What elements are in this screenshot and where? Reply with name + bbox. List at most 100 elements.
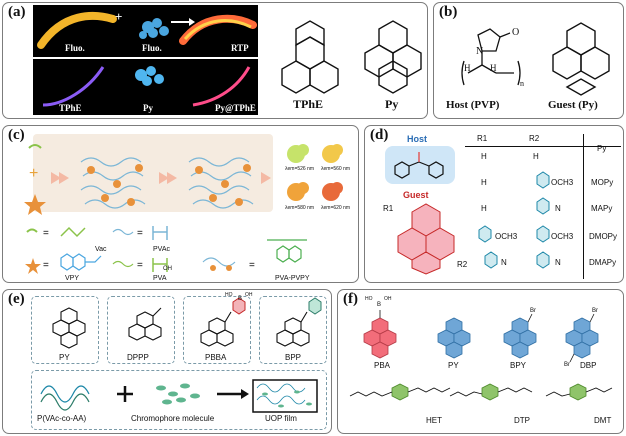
molecule-box-dppp <box>107 296 175 364</box>
emission-label-580: λem=580 nm <box>285 205 315 211</box>
row-5-r1: N <box>501 258 507 267</box>
molecule-label-py: PY <box>59 353 70 362</box>
emission-label-620: λem=620 nm <box>321 205 351 211</box>
substituent-rings <box>478 171 550 269</box>
legend-pvac: PVAc <box>153 246 170 253</box>
arrow-right-icon <box>217 389 249 399</box>
panel-a-label: (a) <box>8 4 26 20</box>
molecule-structures-f <box>363 310 599 363</box>
row-3-r2: N <box>555 204 561 213</box>
bpy-molecule <box>503 317 537 359</box>
row-2-name: MOPy <box>591 178 614 187</box>
pbba-oh-right: OH <box>245 292 253 298</box>
panel-a: (a) + Fluo. Fluo. RTP TPhE Py Py@TPhE <box>2 2 428 119</box>
photo-artwork <box>37 11 257 107</box>
plus-sign: + <box>115 9 123 24</box>
svg-text:=: = <box>137 228 143 239</box>
film-process-box <box>31 370 327 430</box>
rod-purple <box>42 66 105 107</box>
panel-c-label: (c) <box>8 127 25 143</box>
svg-text:+: + <box>29 165 38 182</box>
panel-d: (d) Host Guest R1 R2 R1 R2 Py H H H OCH3… <box>364 125 624 283</box>
guest-label: Guest <box>403 190 429 200</box>
row-4-name: DMOPy <box>589 232 617 241</box>
pva-pvpy-structure <box>267 239 307 263</box>
bpp-phenyl-ring <box>308 297 322 315</box>
host-pvp-label: Host (PVP) <box>446 99 500 111</box>
host-label-dtp: DTP <box>514 416 530 425</box>
table-divider <box>583 134 584 279</box>
crystal-cluster-bottom <box>135 66 164 86</box>
atom-o: O <box>512 27 520 38</box>
py-molecule <box>437 317 471 359</box>
tphe-structure <box>281 20 339 94</box>
panel-f: (f) B HO OH Br Br Br PBA PY BPY DBP <box>337 289 624 434</box>
arrow-right-icon <box>171 18 195 26</box>
row-5-name: DMAPy <box>589 258 617 267</box>
photo-label-rtp: RTP <box>231 43 249 53</box>
panel-d-label: (d) <box>370 127 389 143</box>
dtp-benzene-ring <box>481 383 499 401</box>
row-2-r1: H <box>481 178 487 187</box>
photo-label-fluo-1: Fluo. <box>65 43 85 53</box>
legend-schematic: = = = = = <box>25 226 307 274</box>
tphe-label: TPhE <box>293 97 324 111</box>
molecule-label-dbp: DBP <box>580 361 597 370</box>
legend-oh: OH <box>163 266 172 272</box>
atom-h-1: H <box>464 63 471 73</box>
pvac-structure <box>152 226 168 240</box>
molecule-box-pbba <box>183 296 251 364</box>
panel-b-label: (b) <box>439 4 458 20</box>
polymer-chain-icon <box>40 385 90 411</box>
molecule-structures-e <box>52 297 322 349</box>
panel-e-label: (e) <box>8 291 25 307</box>
host-label-dmt: DMT <box>594 416 612 425</box>
col-header-r1: R1 <box>477 134 488 143</box>
emission-flower-620 <box>322 182 343 201</box>
emission-label-560: λem=560 nm <box>321 166 351 172</box>
row-2-r2: OCH3 <box>551 178 574 187</box>
pbba-oh-left: HO <box>225 292 233 298</box>
pba-oh-left: HO <box>365 296 373 302</box>
host-label-het: HET <box>426 416 442 425</box>
pbba-phenyl-ring <box>232 297 246 315</box>
pbba-boron-label: B <box>238 296 243 302</box>
emission-flower-560 <box>322 144 343 163</box>
dbp-br-label-top: Br <box>592 308 598 314</box>
row-3-name: MAPy <box>591 204 613 213</box>
row-1-r1: H <box>481 152 487 161</box>
pyrene-guest-structure <box>397 203 455 275</box>
py-label-a: Py <box>385 97 399 111</box>
panel-e: (e) B HO OH PY DPPP PBBA BPP P(VAc-co-AA… <box>2 289 332 434</box>
dbp-br-label-bottom: Br <box>564 362 570 368</box>
host-esters <box>349 383 613 401</box>
row-4-r2: OCH3 <box>551 232 574 241</box>
pba-oh-right: OH <box>384 296 392 302</box>
photo-label-tphe: TPhE <box>59 103 82 113</box>
emission-flower-526 <box>287 144 309 163</box>
pvp-structure <box>461 28 521 86</box>
svg-text:=: = <box>43 228 49 239</box>
film-process-schematic <box>40 379 318 413</box>
molecule-box-py <box>31 296 99 364</box>
molecule-label-bpp: BPP <box>285 353 302 362</box>
table-header-rule <box>465 146 621 147</box>
molecule-label-pba: PBA <box>374 361 391 370</box>
pyrene-structure-b <box>552 22 610 96</box>
plus-icon <box>117 386 133 402</box>
r2-label: R2 <box>457 260 468 269</box>
molecule-label-dppp: DPPP <box>127 353 149 362</box>
dbp-molecule <box>565 317 599 359</box>
process-band <box>33 134 273 212</box>
molecule-label-bpy: BPY <box>510 361 527 370</box>
molecule-label-pbba: PBBA <box>205 353 227 362</box>
uop-film-label: UOP film <box>265 414 297 423</box>
row-5-r2: N <box>555 258 561 267</box>
atom-h-2: H <box>490 63 497 73</box>
panel-f-label: (f) <box>343 291 358 307</box>
legend-vac: Vac <box>95 246 107 253</box>
vpy-structure <box>60 253 102 271</box>
pyrene-structure-a <box>364 20 422 94</box>
molecule-label-py-f: PY <box>448 361 459 370</box>
dmt-benzene-ring <box>569 383 587 401</box>
